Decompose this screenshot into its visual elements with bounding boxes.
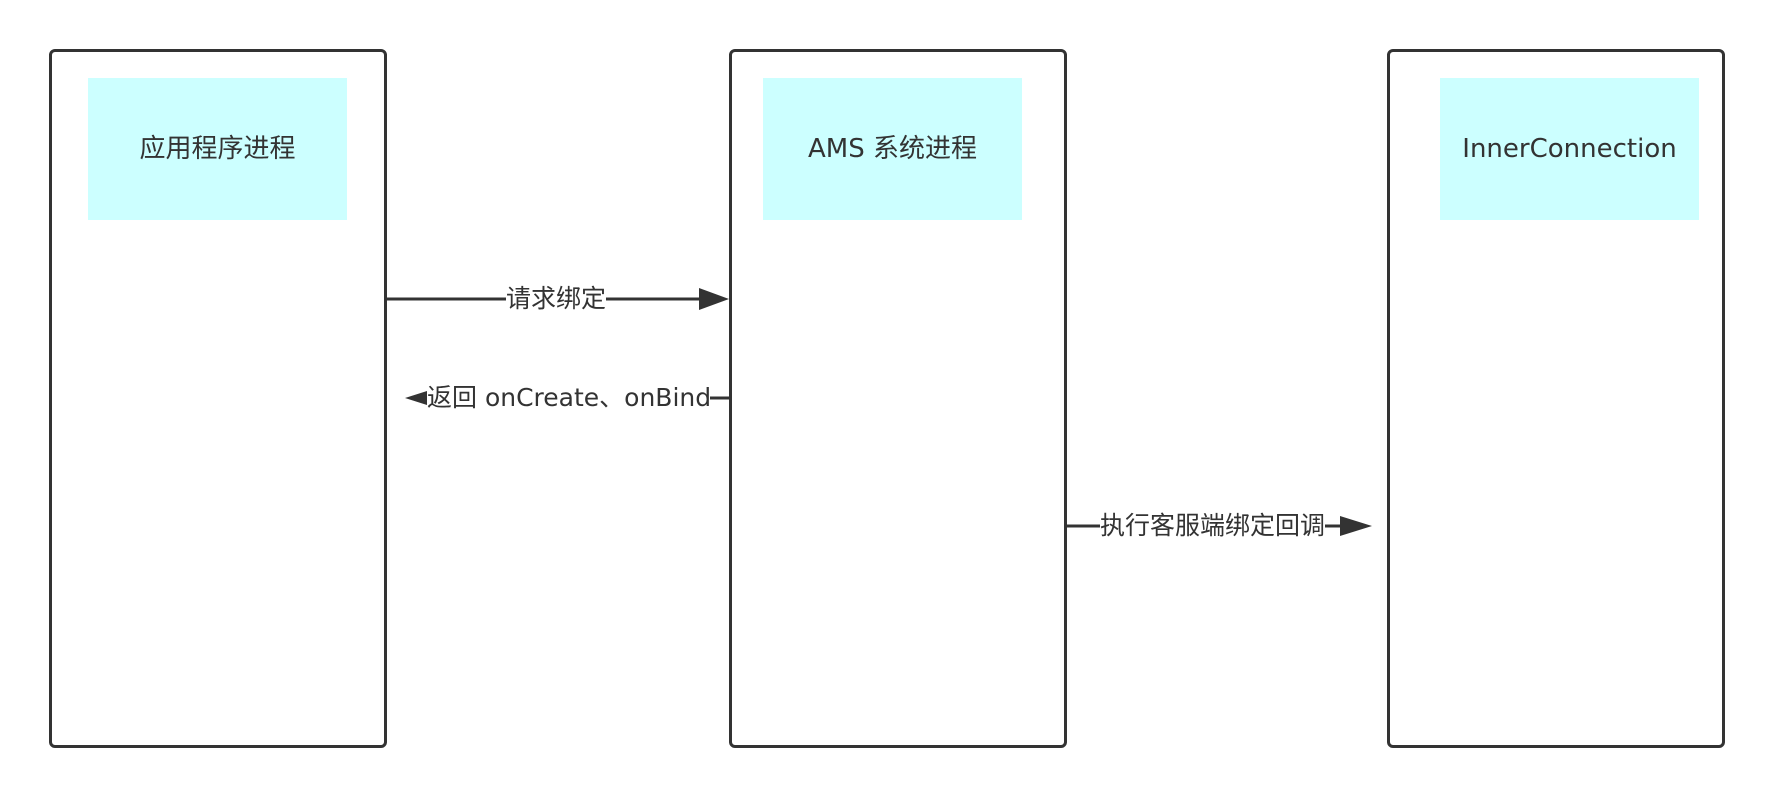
message-label-request-bind: 请求绑定	[506, 284, 607, 314]
lane-header-inner-connection: InnerConnection	[1440, 78, 1699, 220]
message-label-execute-client-callback: 执行客服端绑定回调	[1100, 511, 1326, 541]
lane-header-app-process: 应用程序进程	[88, 78, 347, 220]
lane-header-ams-process: AMS 系统进程	[763, 78, 1022, 220]
message-label-return-callbacks: 返回 onCreate、onBind	[427, 383, 710, 413]
